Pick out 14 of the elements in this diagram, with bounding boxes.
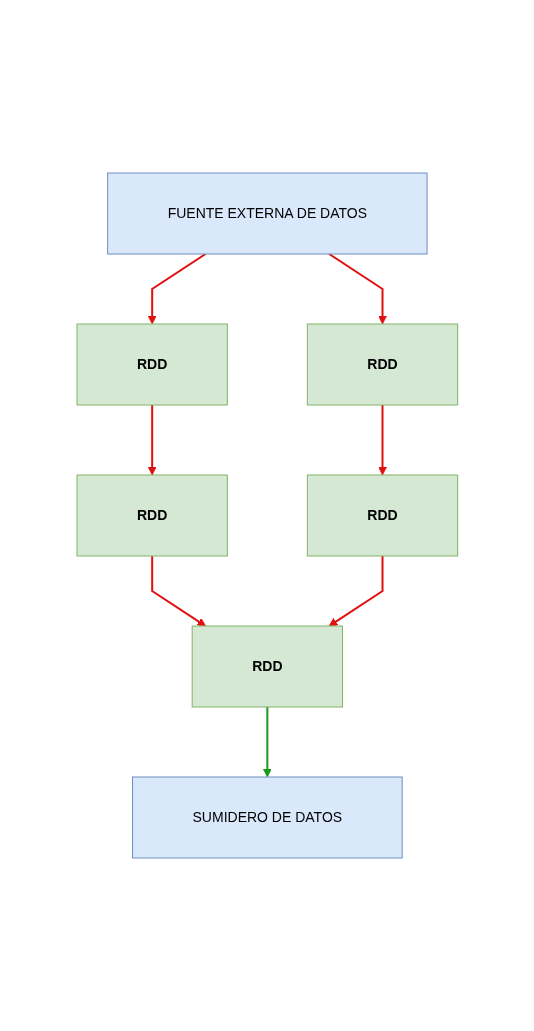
arrow xyxy=(327,253,387,325)
arrow xyxy=(147,253,207,325)
arrow xyxy=(328,555,384,627)
node-box: RDD xyxy=(191,625,343,708)
node-box: SUMIDERO DE DATOS xyxy=(131,776,403,859)
node-box: RDD xyxy=(76,323,228,406)
node-box: RDD xyxy=(306,323,458,406)
arrow xyxy=(377,404,387,476)
arrow xyxy=(150,555,206,627)
arrow xyxy=(147,404,157,476)
node-box: RDD xyxy=(306,474,458,557)
arrow xyxy=(262,706,272,778)
node-box: FUENTE EXTERNA DE DATOS xyxy=(106,172,428,255)
node-box: RDD xyxy=(76,474,228,557)
